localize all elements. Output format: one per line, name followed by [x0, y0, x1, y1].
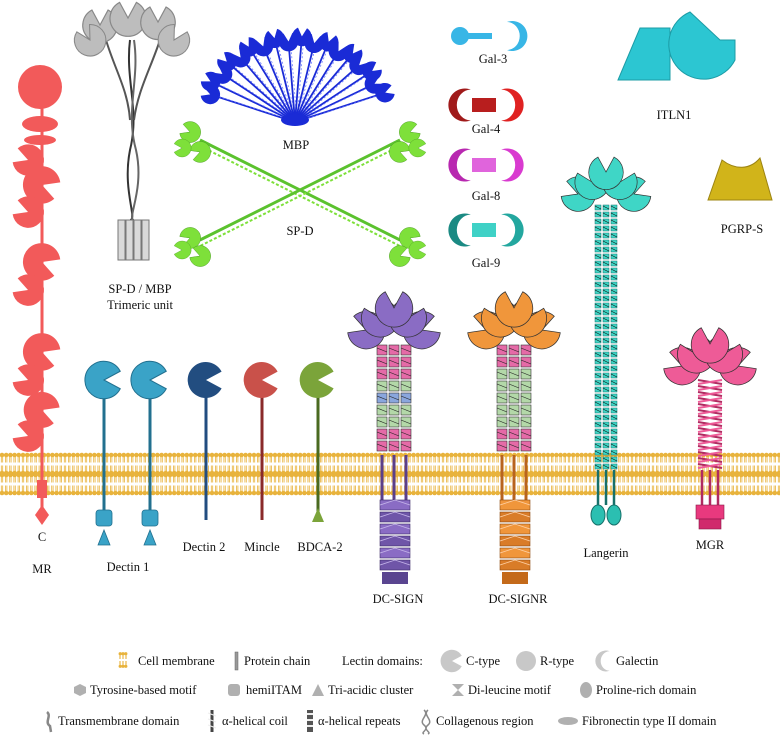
fibronectin-icon	[558, 717, 578, 725]
itln1-label: ITLN1	[656, 108, 692, 122]
gal9-label: Gal-9	[471, 256, 501, 270]
hemitam-icon	[228, 684, 240, 696]
mincle-label: Mincle	[244, 540, 280, 554]
legend-r-type: R-type	[540, 654, 575, 668]
dcsign-receptor	[343, 291, 445, 584]
tyrosine-icon	[74, 684, 86, 696]
legend-cell-membrane: Cell membrane	[138, 654, 215, 668]
legend-collagenous: Collagenous region	[436, 714, 534, 728]
gal4-label: Gal-4	[471, 122, 501, 136]
legend-ahelical-coil: α-helical coil	[222, 714, 288, 728]
gal8-galectin	[448, 148, 524, 182]
ahelical-repeats-icon	[307, 710, 313, 732]
spd-label: SP-D	[286, 224, 314, 238]
galectin-icon	[595, 650, 610, 672]
langerin-label: Langerin	[583, 546, 629, 560]
langerin-receptor	[557, 156, 655, 526]
gal3-galectin	[451, 21, 528, 51]
legend-icons	[46, 649, 610, 735]
legend-c-type: C-type	[466, 654, 501, 668]
mr-label: MR	[32, 562, 52, 576]
proline-icon	[580, 682, 592, 698]
dectin2-label: Dectin 2	[182, 540, 226, 554]
legend-proline: Proline-rich domain	[596, 683, 697, 697]
ahelical-coil-icon	[207, 710, 217, 732]
r-type-icon	[516, 651, 536, 671]
legend-lectin-domains: Lectin domains:	[342, 654, 423, 668]
legend-transmembrane: Transmembrane domain	[58, 714, 180, 728]
c-type-icon	[440, 649, 462, 673]
legend-hemitam: hemiITAM	[246, 683, 302, 697]
spd-mbp-label: SP-D / MBP	[108, 282, 172, 296]
spd-oligomer	[173, 118, 427, 270]
mbp-label: MBP	[282, 138, 310, 152]
dileucine-icon	[452, 684, 464, 696]
mr-receptor	[9, 65, 64, 525]
dcsign-label: DC-SIGN	[372, 592, 424, 606]
legend-dileucine: Di-leucine motif	[468, 683, 551, 697]
gal3-label: Gal-3	[478, 52, 508, 66]
bdca2-receptor	[299, 362, 334, 522]
legend-ahelical-repeats: α-helical repeats	[318, 714, 401, 728]
dcsignr-label: DC-SIGNR	[488, 592, 548, 606]
mgr-receptor	[659, 327, 761, 530]
collagenous-icon	[421, 709, 431, 735]
dcsignr-receptor	[463, 291, 565, 584]
mbp-oligomer	[198, 27, 397, 126]
gal8-label: Gal-8	[471, 189, 501, 203]
mr-c-label: C	[37, 530, 47, 544]
mincle-receptor	[243, 362, 278, 520]
protein-chain-icon	[234, 651, 239, 671]
mgr-label: MGR	[695, 538, 725, 552]
bdca2-label: BDCA-2	[297, 540, 343, 554]
pgrps-label: PGRP-S	[720, 222, 764, 236]
pgrps-protein	[707, 156, 773, 201]
legend-triacidic: Tri-acidic cluster	[328, 683, 414, 697]
triacidic-icon	[312, 684, 324, 696]
legend-protein-chain: Protein chain	[244, 654, 311, 668]
legend-tyrosine: Tyrosine-based motif	[90, 683, 197, 697]
legend-fibronectin: Fibronectin type II domain	[582, 714, 717, 728]
gal9-galectin	[448, 213, 524, 247]
gal4-galectin	[448, 88, 524, 122]
spd-mbp-trimeric-unit	[69, 1, 195, 261]
cell-membrane	[0, 452, 780, 496]
trimeric-unit-label: Trimeric unit	[107, 298, 173, 312]
dectin1-label: Dectin 1	[106, 560, 150, 574]
dectin2-receptor	[187, 362, 222, 520]
itln1-lectin	[617, 11, 736, 81]
legend-galectin: Galectin	[616, 654, 659, 668]
dectin1-receptor	[84, 360, 167, 546]
transmembrane-icon	[46, 711, 53, 733]
cell-membrane-icon	[118, 651, 128, 669]
